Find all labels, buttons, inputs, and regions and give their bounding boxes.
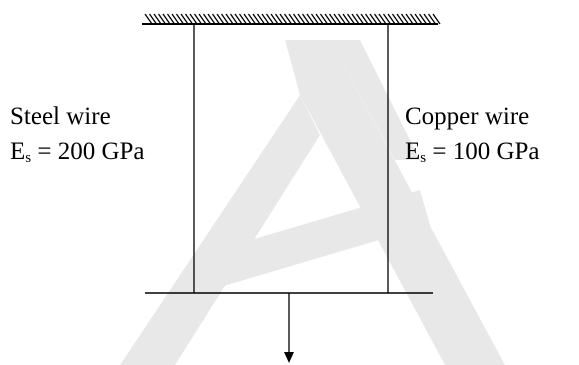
hatch-mark [324,13,333,25]
hatch-mark [283,13,293,25]
hatch-mark [238,13,248,25]
hatch-mark [301,13,311,25]
hatch-mark [360,13,369,25]
hatch-mark [427,13,437,25]
hatch-mark [184,13,194,25]
hatch-mark [270,13,279,25]
hatch-mark [216,13,225,25]
copper-modulus-symbol: E [405,138,421,165]
hatch-mark [414,13,423,25]
hatch-mark [369,13,378,25]
hatch-mark [265,13,275,25]
hatch-mark [225,13,234,25]
hatch-mark [396,13,405,25]
hatch-mark [328,13,338,25]
hatch-mark [306,13,315,25]
hatch-mark [243,13,252,25]
hatch-mark [387,13,396,25]
hatch-mark [292,13,302,25]
hatch-mark [418,13,428,25]
hatch-mark [315,13,324,25]
hatch-mark [400,13,410,25]
hatch-mark [405,13,414,25]
hatch-mark [153,13,162,25]
hatch-mark [175,13,185,25]
hatch-mark [148,13,158,25]
copper-modulus-subscript: s [420,150,427,166]
hatch-mark [157,13,167,25]
ceiling-support [142,13,441,25]
hatch-mark [180,13,189,25]
hatch-mark [193,13,203,25]
hatch-mark [256,13,266,25]
load-arrow [284,293,294,363]
hatch-mark [162,13,171,25]
hatch-mark [378,13,387,25]
hatch-mark [364,13,374,25]
hatch-mark [409,13,419,25]
hatch-mark [373,13,383,25]
hatch-mark [337,13,347,25]
copper-modulus-label: Es = 100 GPa [405,137,540,167]
hatch-mark [247,13,257,25]
hatch-mark [346,13,356,25]
hatch-mark [391,13,401,25]
hatch-mark [279,13,288,25]
hatch-mark [274,13,284,25]
hatch-mark [171,13,180,25]
steel-modulus-symbol: E [10,138,26,165]
hatch-mark [252,13,261,25]
steel-modulus-value: = 200 GPa [31,138,145,165]
steel-modulus-subscript: s [25,150,32,166]
hatch-mark [423,13,432,25]
copper-wire-label: Copper wire [405,103,530,130]
hatch-mark [319,13,329,25]
steel-modulus-label: Es = 200 GPa [10,137,145,167]
hatch-mark [333,13,342,25]
hatch-mark [288,13,297,25]
hatch-mark [355,13,365,25]
hatch-mark [202,13,212,25]
copper-modulus-value: = 100 GPa [426,138,540,165]
hatch-mark [261,13,270,25]
hatch-mark [382,13,392,25]
hatch-mark [234,13,243,25]
watermark-logo [120,40,505,365]
hatch-mark [310,13,320,25]
hatch-mark [207,13,216,25]
hatch-mark [432,13,441,25]
hatch-mark [297,13,306,25]
hatch-mark [351,13,360,25]
hatch-mark [211,13,221,25]
hatch-mark [342,13,351,25]
hatch-mark [189,13,198,25]
hatch-mark [166,13,176,25]
hatch-mark [229,13,239,25]
hatch-mark [198,13,207,25]
steel-wire-label: Steel wire [10,103,111,130]
hatch-mark [144,13,153,25]
hatch-mark [220,13,230,25]
